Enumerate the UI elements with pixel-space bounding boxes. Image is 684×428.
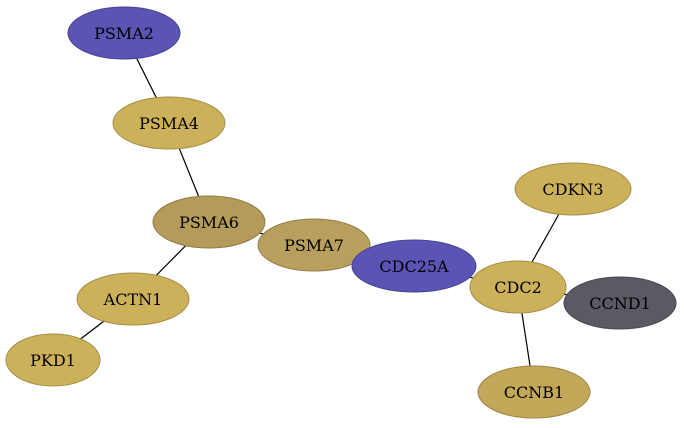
node-label: CDC2	[494, 278, 542, 297]
nodes-layer: PSMA2PSMA4PSMA6PSMA7ACTN1PKD1CDC25ACDC2C…	[5, 6, 677, 419]
node-psma4[interactable]: PSMA4	[112, 96, 226, 150]
node-ellipse	[351, 239, 477, 293]
node-ellipse	[563, 276, 677, 330]
node-ccnd1[interactable]: CCND1	[563, 276, 677, 330]
node-ellipse	[76, 272, 190, 326]
node-psma7[interactable]: PSMA7	[257, 218, 371, 272]
node-actn1[interactable]: ACTN1	[76, 272, 190, 326]
node-ellipse	[67, 6, 181, 60]
node-label: PSMA2	[94, 24, 154, 43]
node-cdkn3[interactable]: CDKN3	[514, 162, 632, 216]
node-label: CDKN3	[542, 180, 603, 199]
node-ellipse	[514, 162, 632, 216]
node-label: PSMA4	[139, 114, 199, 133]
node-ellipse	[257, 218, 371, 272]
node-pkd1[interactable]: PKD1	[5, 333, 101, 387]
node-ellipse	[469, 260, 567, 314]
edges-layer	[52, 32, 621, 393]
node-label: ACTN1	[103, 290, 163, 309]
node-ccnb1[interactable]: CCNB1	[477, 365, 591, 419]
node-label: CCNB1	[504, 383, 564, 402]
node-label: PSMA6	[179, 213, 239, 232]
node-ellipse	[152, 195, 266, 249]
node-ellipse	[112, 96, 226, 150]
node-label: PSMA7	[284, 236, 344, 255]
node-psma2[interactable]: PSMA2	[67, 6, 181, 60]
node-label: CCND1	[589, 294, 651, 313]
node-cdc2[interactable]: CDC2	[469, 260, 567, 314]
node-psma6[interactable]: PSMA6	[152, 195, 266, 249]
node-cdc25a[interactable]: CDC25A	[351, 239, 477, 293]
node-ellipse	[477, 365, 591, 419]
node-label: PKD1	[30, 351, 76, 370]
node-ellipse	[5, 333, 101, 387]
node-label: CDC25A	[379, 257, 449, 276]
